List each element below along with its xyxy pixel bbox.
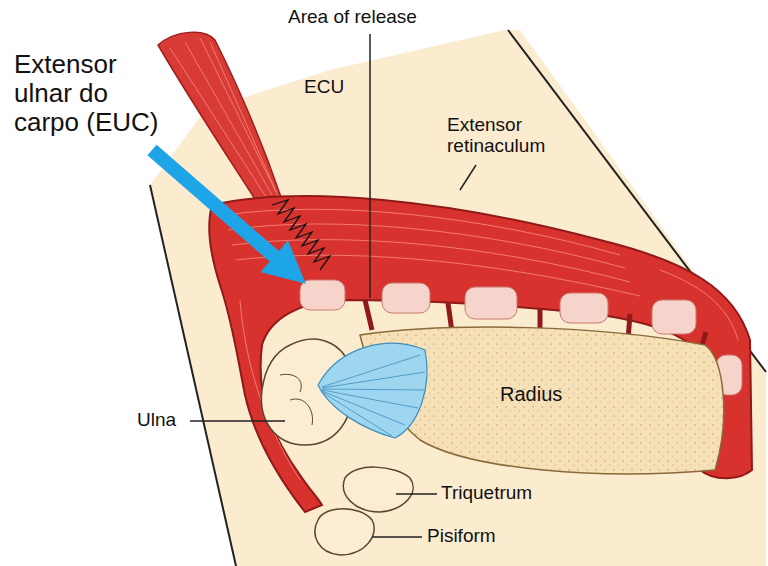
- part-label: Extensor retinaculum: [447, 114, 567, 157]
- extensor-retinaculum: [209, 196, 752, 512]
- leader-line: [369, 34, 371, 298]
- tendon: [652, 300, 696, 334]
- pisiform-bone: [315, 509, 374, 555]
- ligament-fibers: [322, 355, 425, 436]
- ulna-contour: [280, 374, 313, 425]
- tendon: [382, 283, 430, 313]
- leader-line: [372, 536, 422, 538]
- part-label: Pisiform: [427, 525, 537, 546]
- part-label: ECU: [304, 76, 364, 97]
- ecu-muscle: [158, 32, 282, 210]
- pointer-arrow: [152, 150, 290, 270]
- leader-line: [190, 420, 285, 422]
- part-label: Area of release: [288, 6, 458, 27]
- tendon: [560, 293, 608, 323]
- triquetrum-bone: [343, 467, 413, 512]
- tendon: [465, 287, 517, 319]
- tfcc-ligament: [318, 343, 427, 438]
- leader-line: [396, 493, 437, 495]
- part-label: Ulna: [137, 409, 197, 430]
- part-label: Extensor ulnar do carpo (EUC): [14, 50, 179, 137]
- leader-line: [460, 165, 476, 190]
- retinaculum-fibers: [225, 209, 738, 480]
- part-label: Triquetrum: [441, 482, 561, 503]
- part-label: Radius: [500, 383, 600, 405]
- tendon: [300, 280, 345, 310]
- skin-fill: [150, 30, 766, 566]
